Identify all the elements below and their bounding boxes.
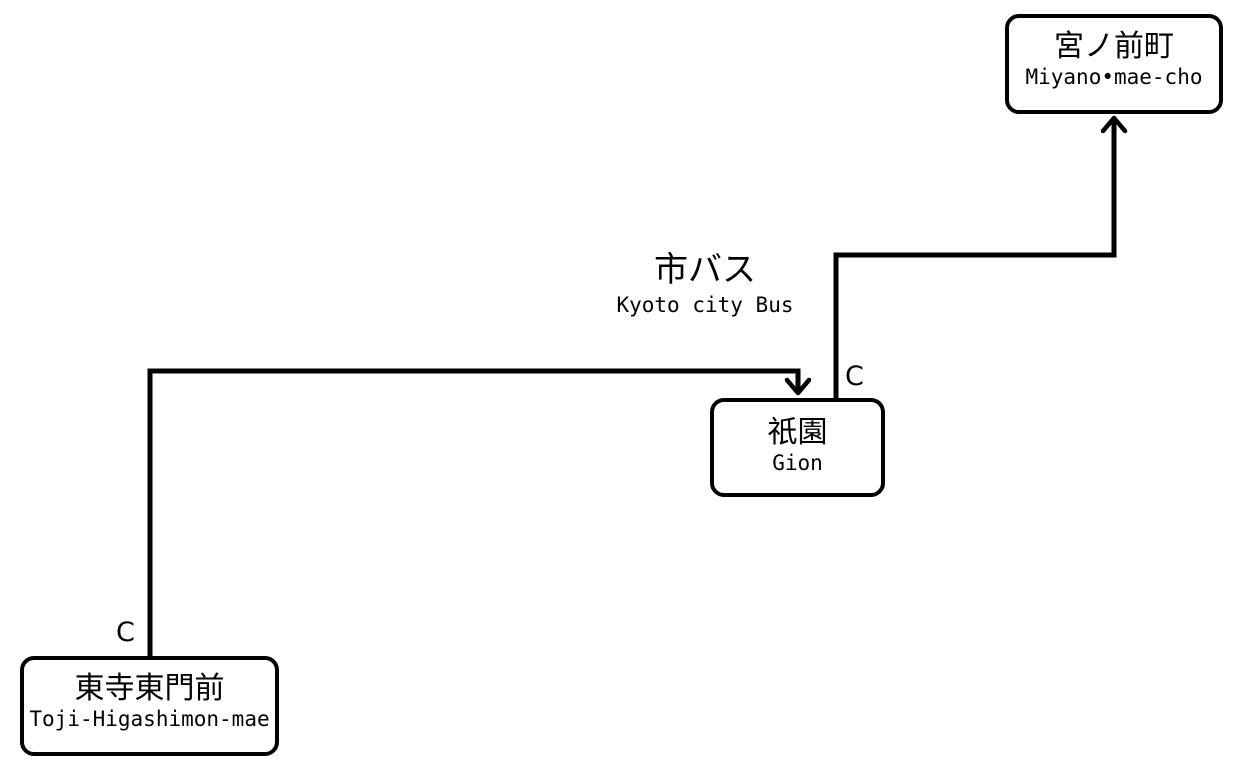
stop-miyanomae-cho: 宮ノ前町 Miyano•mae-cho bbox=[1005, 14, 1223, 114]
segment-letter-gion: C bbox=[845, 361, 864, 392]
segment-letter-toji: C bbox=[116, 617, 135, 648]
route-label-en: Kyoto city Bus bbox=[616, 293, 794, 317]
stop-name-jp: 祇園 bbox=[767, 415, 828, 450]
route-label: 市バス Kyoto city Bus bbox=[600, 250, 810, 320]
stop-name-en: Gion bbox=[772, 451, 823, 475]
route-line-gion-to-miyanomae bbox=[833, 121, 1117, 398]
arrowhead-gion bbox=[784, 377, 812, 396]
arrowhead-miyanomae bbox=[1100, 115, 1128, 134]
stop-toji-higashimon-mae: 東寺東門前 Toji-Higashimon-mae bbox=[20, 656, 279, 756]
route-line-toji-to-gion bbox=[147, 368, 801, 656]
route-label-jp: 市バス bbox=[654, 250, 756, 290]
stop-name-jp: 宮ノ前町 bbox=[1054, 29, 1174, 64]
stop-name-en: Miyano•mae-cho bbox=[1025, 65, 1203, 89]
stop-gion: 祇園 Gion bbox=[710, 398, 885, 497]
stop-name-en: Toji-Higashimon-mae bbox=[29, 707, 270, 731]
stop-name-jp: 東寺東門前 bbox=[74, 671, 225, 706]
